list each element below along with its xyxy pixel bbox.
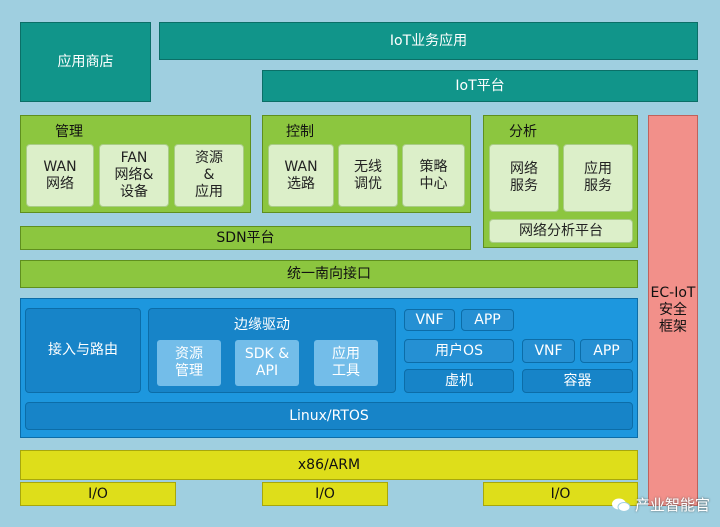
iot-platform-bar: IoT平台	[262, 70, 698, 102]
network-analysis-platform: 网络分析平台	[489, 219, 633, 243]
control-title: 控制	[286, 124, 314, 140]
vnf-box-container: VNF	[522, 339, 575, 363]
vm-box: 虚机	[404, 369, 514, 393]
io-box-3: I/O	[483, 482, 638, 506]
iot-apps-bar: IoT业务应用	[159, 22, 698, 60]
app-box-vm: APP	[461, 309, 514, 331]
app-service-box: 应用 服务	[563, 144, 633, 212]
app-box-container: APP	[580, 339, 633, 363]
linux-rtos-bar: Linux/RTOS	[25, 402, 633, 430]
io-box-2: I/O	[262, 482, 388, 506]
edge-driver-title: 边缘驱动	[234, 317, 290, 333]
io-box-1: I/O	[20, 482, 176, 506]
x86-arm-bar: x86/ARM	[20, 450, 638, 480]
access-routing-box: 接入与路由	[25, 308, 141, 393]
policy-center-box: 策略 中心	[402, 144, 465, 207]
resource-app-box: 资源 & 应用	[174, 144, 244, 207]
watermark-text: 产业智能官	[634, 496, 710, 514]
management-title: 管理	[55, 124, 83, 140]
app-store-box: 应用商店	[20, 22, 151, 102]
watermark: 产业智能官	[611, 494, 710, 515]
network-service-box: 网络 服务	[489, 144, 559, 212]
vnf-box-vm: VNF	[404, 309, 455, 331]
resource-mgmt-box: 资源 管理	[157, 340, 221, 386]
wan-routing-box: WAN 选路	[268, 144, 334, 207]
sdn-platform-bar: SDN平台	[20, 226, 471, 250]
wechat-icon	[611, 498, 631, 512]
analysis-title: 分析	[509, 124, 537, 140]
app-tools-box: 应用 工具	[314, 340, 378, 386]
sdk-api-box: SDK & API	[235, 340, 299, 386]
ec-iot-security-framework: EC-IoT 安全 框架	[648, 115, 698, 506]
container-box: 容器	[522, 369, 633, 393]
fan-network-box: FAN 网络& 设备	[99, 144, 169, 207]
wireless-tuning-box: 无线 调优	[338, 144, 398, 207]
southbound-interface-bar: 统一南向接口	[20, 260, 638, 288]
user-os-box: 用户OS	[404, 339, 514, 363]
wan-network-box: WAN 网络	[26, 144, 94, 207]
